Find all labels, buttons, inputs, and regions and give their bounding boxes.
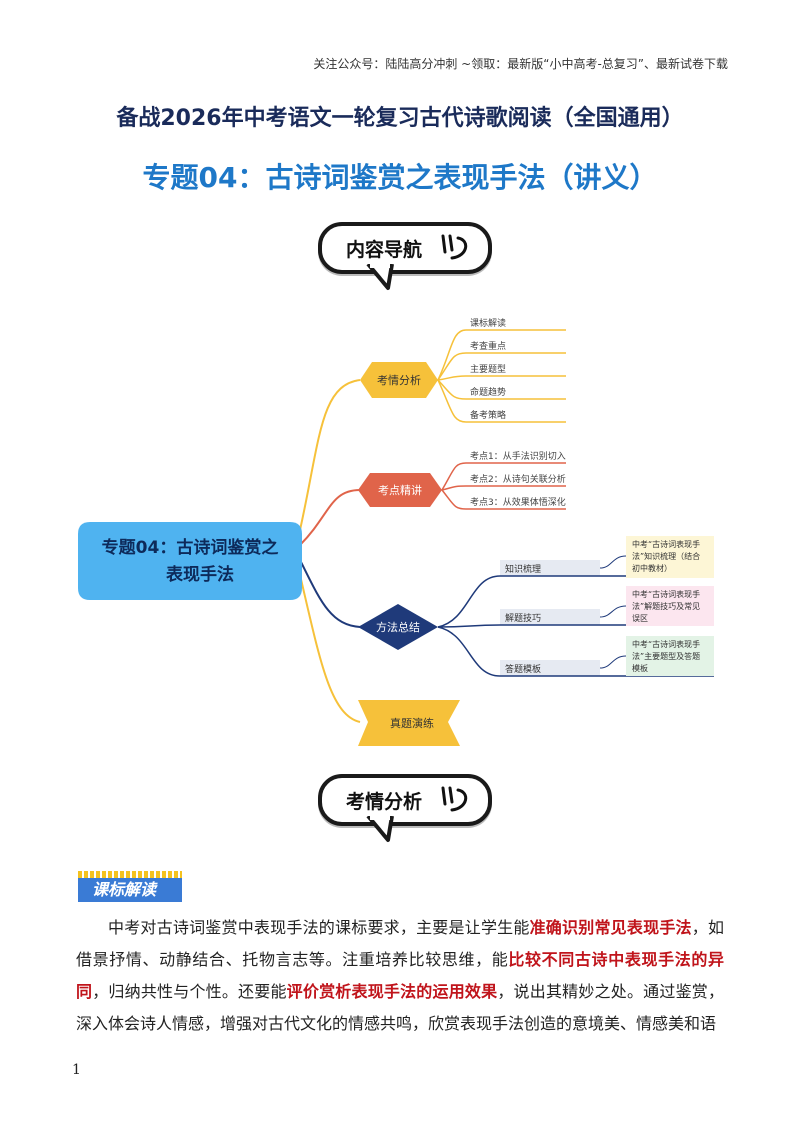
- branch3-node: [358, 604, 438, 650]
- mind-map: 专题04：古诗词鉴赏之 表现手法 考情分析 课标解读 考查重点 主要题型 命题趋…: [78, 317, 714, 746]
- content-nav-label: 内容导航: [346, 239, 423, 261]
- text-run: ，说出其精妙之处。通过鉴赏，深入体会诗人情感，增强对古代文化的情感共鸣，欣赏表现…: [76, 982, 724, 1033]
- branch1-leaf: 主要题型: [470, 363, 506, 375]
- root-label-line2: 表现手法: [166, 564, 234, 585]
- body-paragraph: 中考对古诗词鉴赏中表现手法的课标要求，主要是让学生能准确识别常见表现手法，如借景…: [76, 912, 724, 1040]
- text-run: ，如借景抒情、动静结合、托物言志等。注重培养比较思维，能: [76, 918, 724, 969]
- analysis-bubble: 考情分析: [318, 774, 492, 842]
- branch2-leaf: 考点2：从诗句关联分析: [470, 473, 566, 485]
- section-tag-label: 课标解读: [78, 878, 182, 902]
- text-run: ，归纳共性与个性。还要能: [92, 982, 287, 1001]
- branch2-label: 考点精讲: [378, 483, 422, 497]
- main-title: 备战2026年中考语文一轮复习古代诗歌阅读（全国通用）: [116, 106, 684, 131]
- connector-branch4: [299, 574, 361, 723]
- bubble-tail-icon: [366, 816, 394, 842]
- method-box-line: 中考“古诗词表现手: [632, 589, 700, 599]
- branch3-sub-label: 答题模板: [505, 663, 541, 675]
- connector-branch2: [299, 489, 361, 546]
- branch2-leaves: 考点1：从手法识别切入 考点2：从诗句关联分析 考点3：从效果体悟深化: [441, 450, 566, 510]
- connector-branch3: [299, 559, 361, 628]
- branch1-node: [360, 362, 438, 398]
- method-box-line: 误区: [632, 614, 648, 623]
- branch2-leaf: 考点3：从效果体悟深化: [470, 496, 566, 508]
- topic-title: 专题04：古诗词鉴赏之表现手法（讲义）: [142, 161, 658, 194]
- branch3-label: 方法总结: [376, 620, 420, 634]
- method-box-line: 中考“古诗词表现手: [632, 639, 700, 649]
- method-box-line: 法”知识梳理（结合: [632, 551, 700, 561]
- tag-stripes: [78, 871, 182, 878]
- branch3-subs: 知识梳理 解题技巧 答题模板 中考“古诗词表现手 法”知识梳理（结合 初中教材）…: [437, 536, 714, 677]
- content-nav-bubble: 内容导航: [318, 222, 492, 290]
- section-tag: 课标解读: [78, 871, 182, 902]
- highlight-text: 评价赏析表现手法的运用效果: [286, 982, 498, 1001]
- branch1-leaf: 命题趋势: [470, 386, 506, 398]
- root-node: [78, 522, 302, 600]
- method-box-line: 中考“古诗词表现手: [632, 539, 700, 549]
- method-box-line: 初中教材）: [632, 563, 672, 573]
- branch1-leaf: 备考策略: [470, 409, 506, 421]
- method-box-line: 法”解题技巧及常见: [632, 601, 700, 611]
- bubble-tail-icon: [366, 264, 394, 290]
- connector-branch1: [299, 379, 361, 531]
- doodle-icon: [441, 786, 468, 812]
- header-note: 关注公众号：陆陆高分冲刺 ~领取：最新版“小中高考-总复习”、最新试卷下载: [313, 57, 728, 71]
- method-box-line: 模板: [632, 663, 648, 673]
- branch4-node: [358, 700, 460, 746]
- branch2-leaf: 考点1：从手法识别切入: [470, 450, 566, 462]
- method-box-line: 法”主要题型及答题: [632, 651, 700, 661]
- page-number: 1: [72, 1062, 81, 1078]
- branch1-leaf: 考查重点: [470, 340, 506, 352]
- root-label-line1: 专题04：古诗词鉴赏之: [102, 537, 279, 558]
- branch1-label: 考情分析: [377, 373, 421, 387]
- branch3-sub-label: 知识梳理: [505, 563, 541, 575]
- text-run: 中考对古诗词鉴赏中表现手法的课标要求，主要是让学生能: [108, 918, 530, 937]
- branch3-sub-label: 解题技巧: [505, 612, 541, 624]
- analysis-label: 考情分析: [346, 791, 423, 813]
- branch2-node: [358, 473, 442, 507]
- branch4-label: 真题演练: [390, 716, 434, 730]
- highlight-text: 准确识别常见表现手法: [529, 918, 692, 937]
- branch1-leaf: 课标解读: [470, 317, 506, 329]
- doodle-icon: [441, 234, 468, 260]
- branch1-leaves: 课标解读 考查重点 主要题型 命题趋势 备考策略: [437, 317, 566, 423]
- highlight-text: 比较不同古诗中表现手法的异同: [76, 950, 724, 1001]
